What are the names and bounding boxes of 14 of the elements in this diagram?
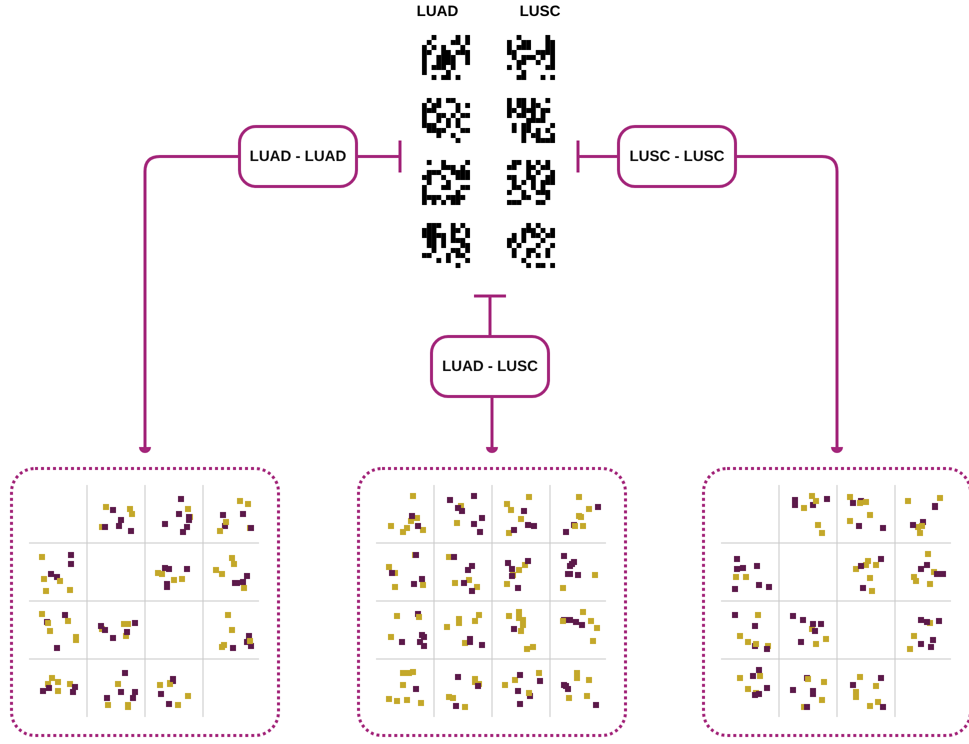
comparison-label: LUSC - LUSC	[617, 125, 737, 188]
connector-line	[139, 155, 238, 453]
column-heading: LUAD	[416, 3, 460, 20]
connector-line	[737, 155, 843, 453]
comparison-label: LUAD - LUAD	[238, 125, 358, 188]
scatter-matrix-panel	[10, 467, 280, 737]
connector-line	[358, 139, 402, 174]
connector-line	[472, 294, 508, 335]
scatter-matrix-panel	[702, 467, 969, 737]
scatter-matrix-panel	[357, 467, 627, 737]
connector-line	[576, 139, 617, 174]
comparison-label: LUAD - LUSC	[430, 335, 550, 398]
connector-line	[486, 398, 498, 453]
column-heading: LUSC	[518, 3, 562, 20]
